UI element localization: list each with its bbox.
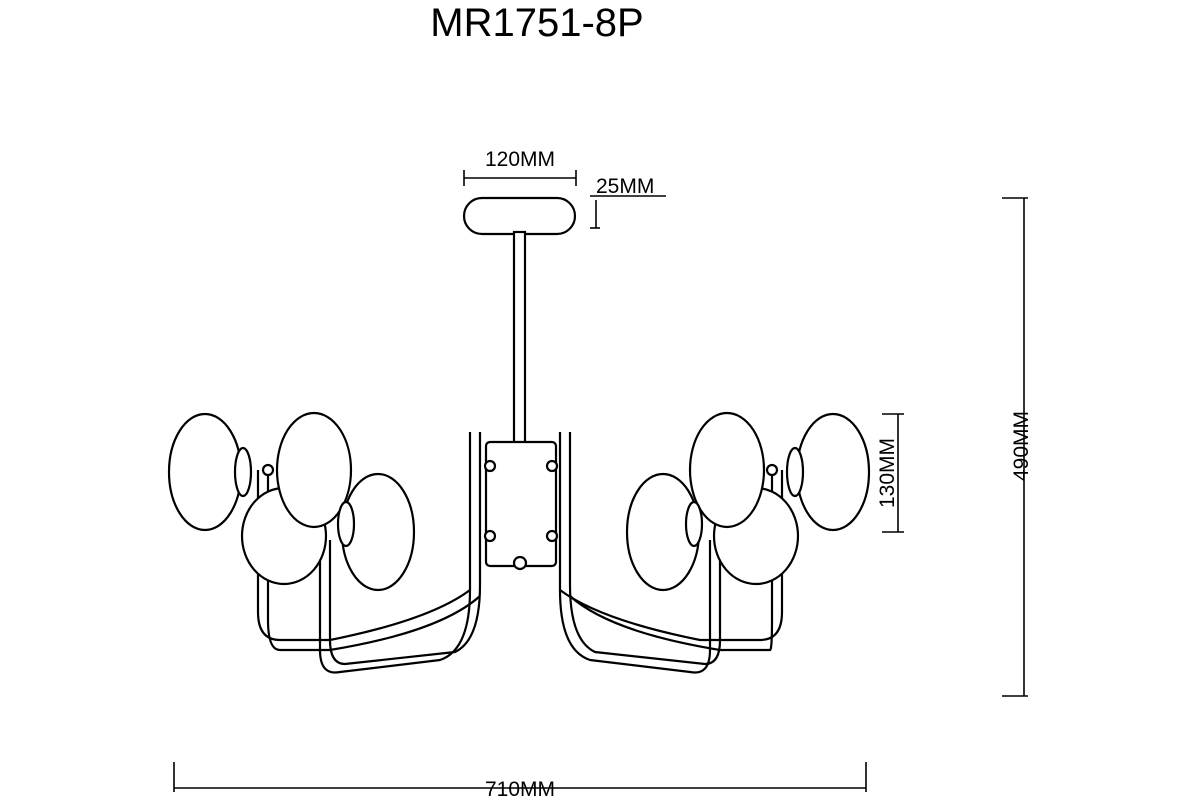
left-shades: [167, 411, 416, 592]
canopy-height-dimension: 25MM: [590, 175, 666, 229]
central-hub: [483, 440, 559, 571]
shade-globe: [167, 412, 243, 532]
canopy-width-label: 120MM: [485, 148, 555, 171]
total-height-label: 490MM: [1010, 411, 1033, 481]
left-arms: [256, 432, 482, 674]
canopy-height-label: 25MM: [596, 175, 654, 198]
shade-globe: [275, 411, 353, 529]
total-height-dimension: 490MM: [1002, 197, 1033, 697]
shade-globe: [688, 411, 766, 529]
right-arms: [558, 432, 784, 674]
ceiling-canopy: [462, 196, 577, 236]
total-width-label: 710MM: [485, 778, 555, 800]
downrod: [512, 230, 527, 446]
shade-height-dimension: 130MM: [876, 413, 904, 533]
model-title: MR1751-8P: [430, 1, 643, 45]
canopy-width-dimension: 120MM: [463, 148, 577, 186]
shade-height-label: 130MM: [876, 438, 899, 508]
total-width-dimension: 710MM: [173, 762, 867, 800]
right-shades: [625, 411, 871, 592]
shade-globe: [795, 412, 871, 532]
